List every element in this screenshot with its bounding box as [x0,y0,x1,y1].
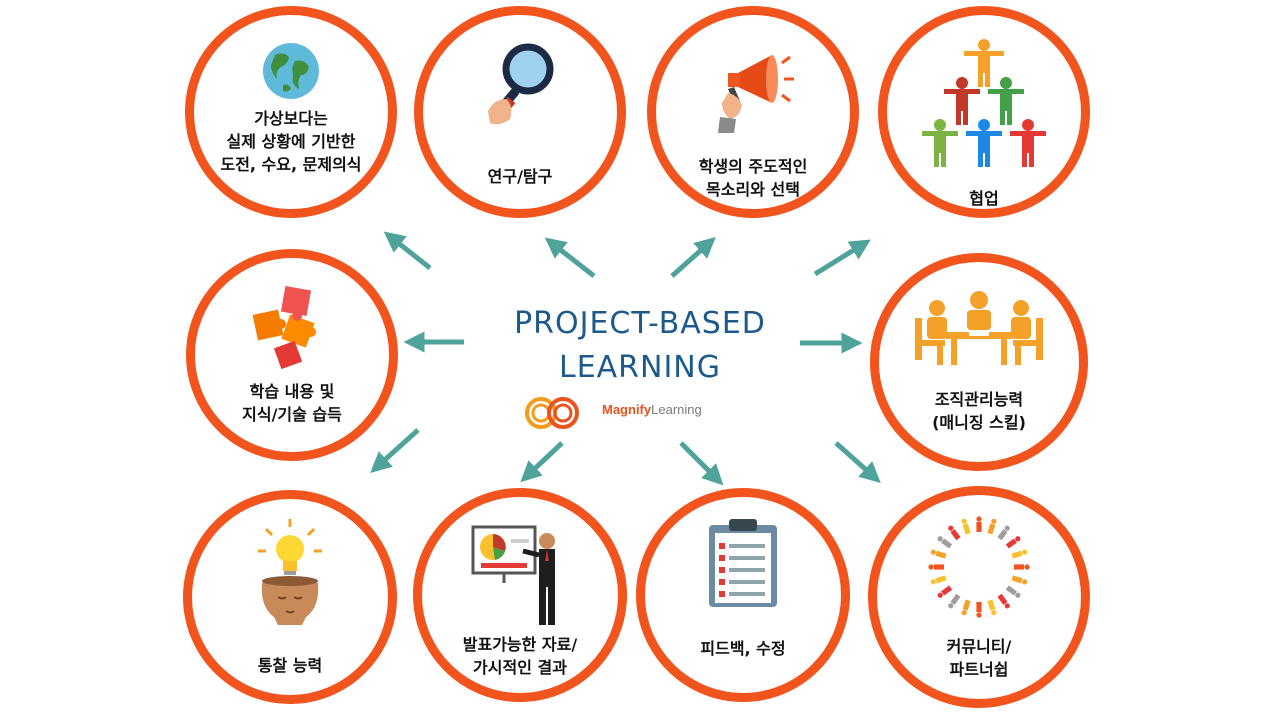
person-figure [976,602,982,618]
arrow-to-inquiry [544,237,596,278]
node-collaboration: 협업 [878,6,1090,218]
node-feedback: 피드백, 수정 [636,488,850,702]
node-label: 조직관리능력 (매니징 스킬) [932,390,1026,432]
node-label: 협업 [969,189,999,208]
node-label: 학생의 주도적인 목소리와 선택 [698,157,808,199]
arrow-to-real-world [383,231,432,270]
node-label: 가상보다는 실제 상황에 기반한 도전, 수요, 문제의식 [220,109,362,174]
brand-name: MagnifyLearning [602,402,702,417]
node-label: 커뮤니티/ 파트너쉽 [946,637,1012,679]
people-circle-icon [928,516,1030,618]
node-label: 연구/탐구 [487,167,553,186]
person-figure [987,518,997,535]
person-figure [930,549,947,559]
person-figure [1014,564,1030,570]
person-figure [930,575,947,585]
node-label: 통찰 능력 [257,656,323,675]
person-figure [1011,549,1028,559]
person-figure [987,599,997,616]
meeting-icon [915,291,1043,365]
node-voice-choice: 학생의 주도적인 목소리와 선택 [647,6,859,218]
person-figure [937,585,953,598]
person-figure [1005,536,1021,549]
puzzle-icon [252,285,316,370]
arrow-to-insight [370,428,420,474]
title-line: PROJECT-BASED [514,306,766,341]
node-inquiry: 연구/탐구 [414,6,626,218]
node-management: 조직관리능력 (매니징 스킬) [870,253,1088,471]
node-label: 피드백, 수정 [700,639,786,658]
node-community: 커뮤니티/ 파트너쉽 [868,486,1090,708]
person-figure [937,536,953,549]
node-real-world: 가상보다는 실제 상황에 기반한 도전, 수요, 문제의식 [185,6,397,218]
lightbulb-head-icon [258,519,322,625]
person-figure [997,525,1010,541]
person-figure [961,518,971,535]
person [964,39,1004,87]
node-label: 학습 내용 및 지식/기술 습득 [242,382,342,424]
node-knowledge: 학습 내용 및 지식/기술 습득 [186,249,398,461]
node-label: 발표가능한 자료/ 가시적인 결과 [462,635,578,677]
title-line: LEARNING [558,350,721,385]
person-figure [1005,585,1021,598]
person-figure [948,525,961,541]
person-figure [928,564,944,570]
megaphone-icon [718,55,794,133]
human-pyramid-icon [922,39,1046,167]
presenter-icon [471,525,555,625]
arrow-to-voice-choice [670,237,716,278]
arrow-to-collaboration [813,239,871,277]
node-presentation: 발표가능한 자료/ 가시적인 결과 [413,488,627,702]
clipboard-icon [709,519,777,607]
person-figure [976,516,982,532]
magnifier-icon [488,43,554,125]
globe-icon [263,43,319,99]
person-figure [1011,575,1028,585]
center-title: PROJECT-BASED LEARNING [440,302,840,390]
person-figure [948,593,961,609]
arrow-to-presentation [520,441,564,483]
magnify-learning-logo-icon [525,397,579,429]
arrow-to-community [834,441,881,483]
arrow-to-feedback [679,441,724,486]
node-insight: 통찰 능력 [183,490,397,704]
person-figure [997,593,1010,609]
person-figure [961,599,971,616]
